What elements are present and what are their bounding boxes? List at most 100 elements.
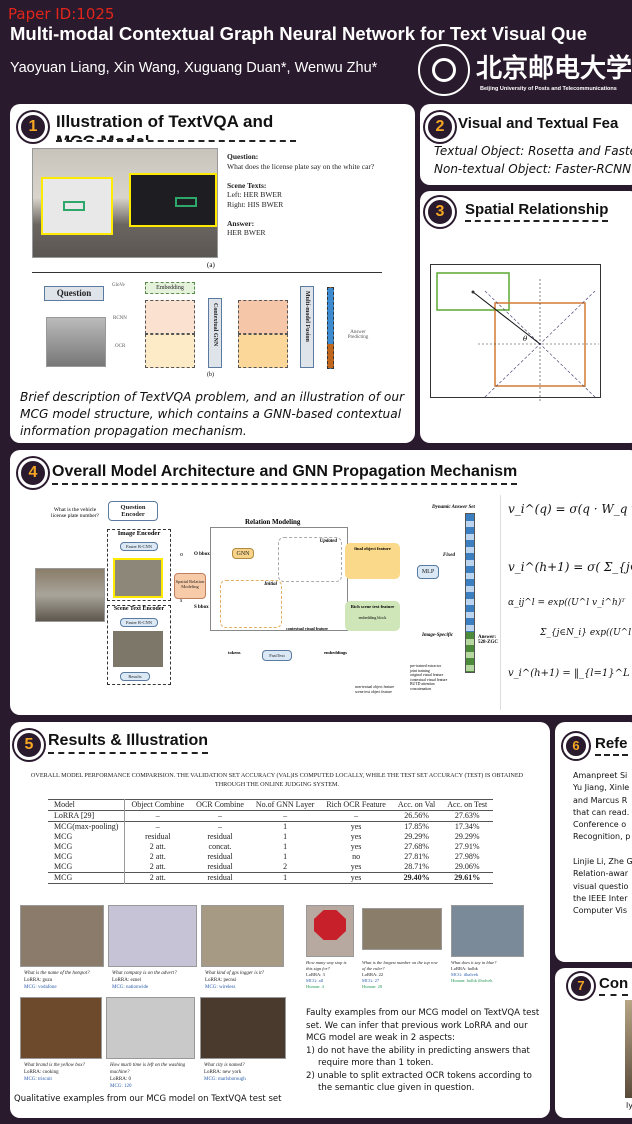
formula-alpha-denominator: Σ_{j∈N_i} exp((U^l v (540, 628, 632, 638)
table-cell: 29.06% (454, 862, 480, 871)
arch-legend: pre-trained extractor joint training ori… (410, 664, 447, 692)
table-cell: no (352, 852, 361, 861)
section-number: 1 (18, 112, 48, 142)
example-caption: What is the name of the hotspot?LoRRA: g… (24, 970, 104, 991)
column-header: Object Combine (131, 800, 185, 809)
embedding-box: Embedding (145, 282, 195, 294)
table-cell: 27.68% (404, 842, 429, 851)
table-cell: residual (145, 832, 171, 841)
faster-rcnn-1: Faster R-CNN (120, 542, 158, 551)
formula-propagation: v_i^(h+1) = σ( Σ_{j∈N_i} α_ij (508, 560, 632, 574)
example-photo (108, 905, 197, 967)
logo-english: Beijing University of Posts and Telecomm… (480, 86, 617, 92)
table-cell: yes (350, 862, 362, 871)
o-bbox-label: O bbox (194, 552, 210, 557)
table-cell: 17.34% (454, 822, 480, 831)
dynamic-answer-set-label: Dynamic Answer Set (432, 505, 475, 510)
panel-spatial: 3 Spatial Relationship θ (420, 191, 632, 443)
o-label: o (180, 552, 183, 558)
section-title: Visual and Textual Fea (458, 115, 619, 132)
panel-features: 2 Visual and Textual Fea Textual Object:… (420, 104, 632, 185)
table-cell: yes (350, 832, 362, 841)
table-cell: 28.71% (404, 862, 429, 871)
faulty-photo (306, 905, 354, 957)
faulty-human: Human: holbk ilbalvek (451, 978, 493, 983)
table-cell: – (217, 811, 222, 820)
faulty-photo (362, 908, 442, 950)
spatial-relationship-diagram: θ (430, 264, 601, 401)
legend-item: BUTD attention (410, 682, 435, 687)
faulty-point-1: 1) do not have the ability in predicting… (306, 1045, 530, 1069)
formula-multihead: v_i^(h+1) = ‖_{l=1}^L σ( Σ_{j∈N_i} α_ij^… (508, 668, 632, 679)
example-photo (106, 997, 195, 1059)
faulty-mcg: MCG: all (306, 978, 324, 983)
table-cell: 1 (283, 852, 288, 861)
reference-line: Computer Vis (573, 906, 627, 916)
panel-architecture: 4 Overall Model Architecture and GNN Pro… (10, 450, 632, 715)
fusion-box: Multi-model Fusion (300, 286, 314, 368)
contact-caption: ly (626, 1101, 632, 1110)
table-cell: 27.91% (454, 842, 480, 851)
image-encoder: Image Encoder (107, 529, 171, 601)
section-number: 4 (18, 458, 48, 488)
relation-modeling-label: Relation Modeling (245, 518, 301, 526)
column-header: Acc. on Val (397, 800, 436, 809)
reference-line: visual questio (573, 881, 629, 891)
answer-vector (327, 287, 334, 369)
column-header: Acc. on Test (447, 800, 488, 809)
table-cell: residual (207, 873, 233, 882)
table-cell: MCG (48, 872, 126, 884)
table-cell: yes (350, 873, 362, 882)
spatial-relation-modeling: Spatial Relation Modeling (174, 573, 206, 599)
example-lorra: LoRRA: eznel (112, 978, 142, 983)
section-title: Results & Illustration (48, 732, 209, 754)
example-mcg: MCG: marlsborough (204, 1077, 246, 1082)
scene-text-encoder-label: Scene Text Encoder (113, 606, 165, 612)
answer-vocab-vector (465, 513, 475, 673)
formula-alpha-numerator: α_ij^l = exp((U^l v_i^h)ᵀ (508, 598, 626, 608)
example-caption: What brand is the yellow box?LoRRA: cook… (24, 1062, 102, 1083)
table-caption: OVERALL MODEL PERFORMANCE COMPARISION. T… (30, 772, 524, 788)
arch-legend-os: non-textual object feature scene text ob… (355, 685, 394, 695)
rich-scene-label: Rich scene text feature (350, 604, 395, 609)
table-cell: concat. (208, 842, 232, 851)
object-nodes-initial (145, 300, 195, 334)
detection-photo-2 (113, 631, 163, 667)
s-label: s (180, 598, 183, 604)
initial-graph: Initial (220, 580, 282, 628)
fig-b-label: (b) (207, 372, 214, 378)
table-cell: residual (207, 832, 233, 841)
table-cell: 2 att. (149, 842, 166, 851)
reference-line: Yu Jiang, Xinle (573, 783, 630, 793)
section-number: 3 (425, 197, 455, 227)
table-cell: 29.40% (403, 873, 430, 882)
fig-a-label: (a) (207, 261, 215, 269)
glove-label: GloVe (112, 283, 125, 288)
input-car-photo (35, 568, 105, 622)
section-number: 5 (14, 730, 44, 760)
example-mcg: MCG: nationwide (112, 985, 149, 990)
ocr-label: OCR (115, 344, 126, 349)
table-cell: yes (350, 842, 362, 851)
initial-label: Initial (264, 582, 277, 587)
examples-caption: Qualitative examples from our MCG model … (14, 1094, 282, 1104)
tokens-label: tokens (228, 650, 241, 655)
table-cell: – (283, 811, 288, 820)
panel-contact: 7 Con ly (555, 968, 632, 1118)
gnn-box: GNN (232, 548, 254, 559)
example-question: What kind of gps logger is it? (205, 971, 265, 976)
logo-chinese: 北京邮电大学 (476, 54, 632, 84)
reference-line: the IEEE Inter (573, 893, 628, 903)
example-question: How much time is left on the washing mac… (110, 1063, 186, 1075)
example-question: What is the name of the hotspot? (24, 971, 90, 976)
example-mcg: MCG: triscuit (24, 1077, 52, 1082)
question-box: Question (44, 286, 104, 301)
example-mcg: MCG: vodafone (24, 985, 57, 990)
